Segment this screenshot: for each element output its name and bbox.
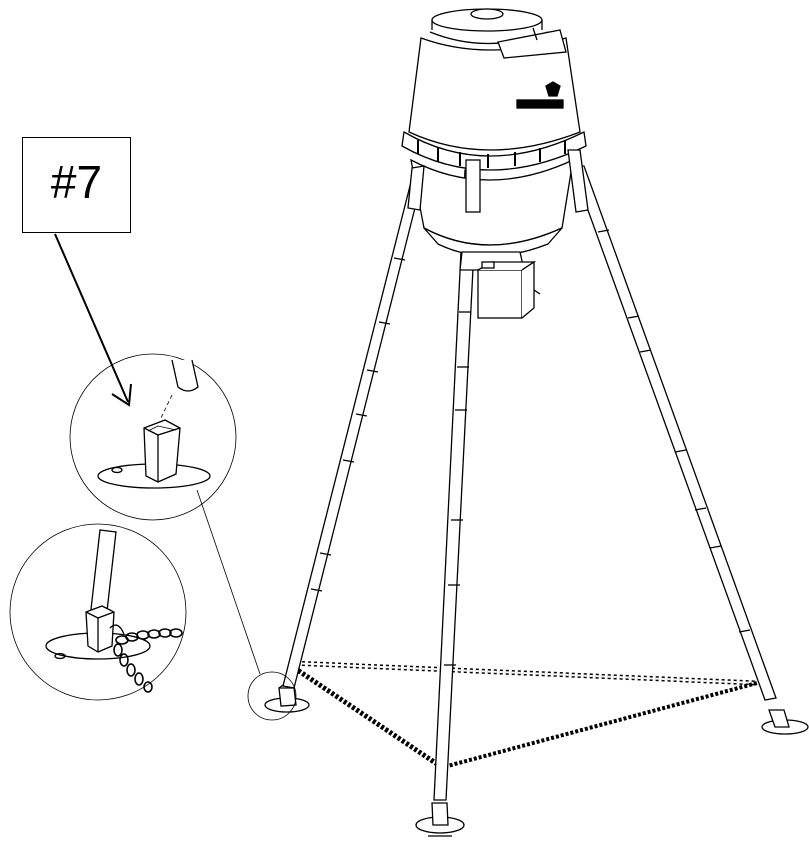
foot-plate-left	[264, 684, 310, 713]
detail-square-post	[143, 419, 181, 483]
leg-bracket-left	[407, 165, 425, 211]
lid-latch	[497, 29, 567, 59]
step-label-box: #7	[22, 137, 131, 233]
detail-callout-lower	[9, 523, 187, 701]
barrel-upper	[408, 37, 581, 151]
brand-text-plate	[516, 99, 564, 109]
step-arrow	[54, 233, 132, 407]
step-number-label: #7	[50, 156, 103, 208]
leg-right	[571, 165, 777, 701]
brand-logo-icon	[545, 81, 561, 97]
motor-housing	[477, 269, 523, 319]
callout-leader-line	[196, 489, 261, 675]
detail-chain	[113, 628, 183, 693]
foot-plate-front	[415, 802, 465, 837]
leg-bracket-front	[465, 159, 481, 213]
leg-bracket-right	[567, 149, 589, 213]
barrel-lower	[410, 158, 574, 246]
spinner-motor	[459, 251, 541, 319]
lid-cap	[470, 8, 504, 20]
detail-callout-upper	[69, 353, 237, 521]
leg-left	[282, 177, 423, 689]
callout-circle-foot	[247, 671, 297, 721]
chain-back-highlight	[289, 662, 758, 684]
foot-plate-right	[761, 709, 809, 735]
feeder-barrel	[401, 8, 589, 257]
chain-front	[439, 681, 758, 770]
chain-ground-links	[288, 660, 758, 770]
chain-left	[288, 662, 442, 769]
